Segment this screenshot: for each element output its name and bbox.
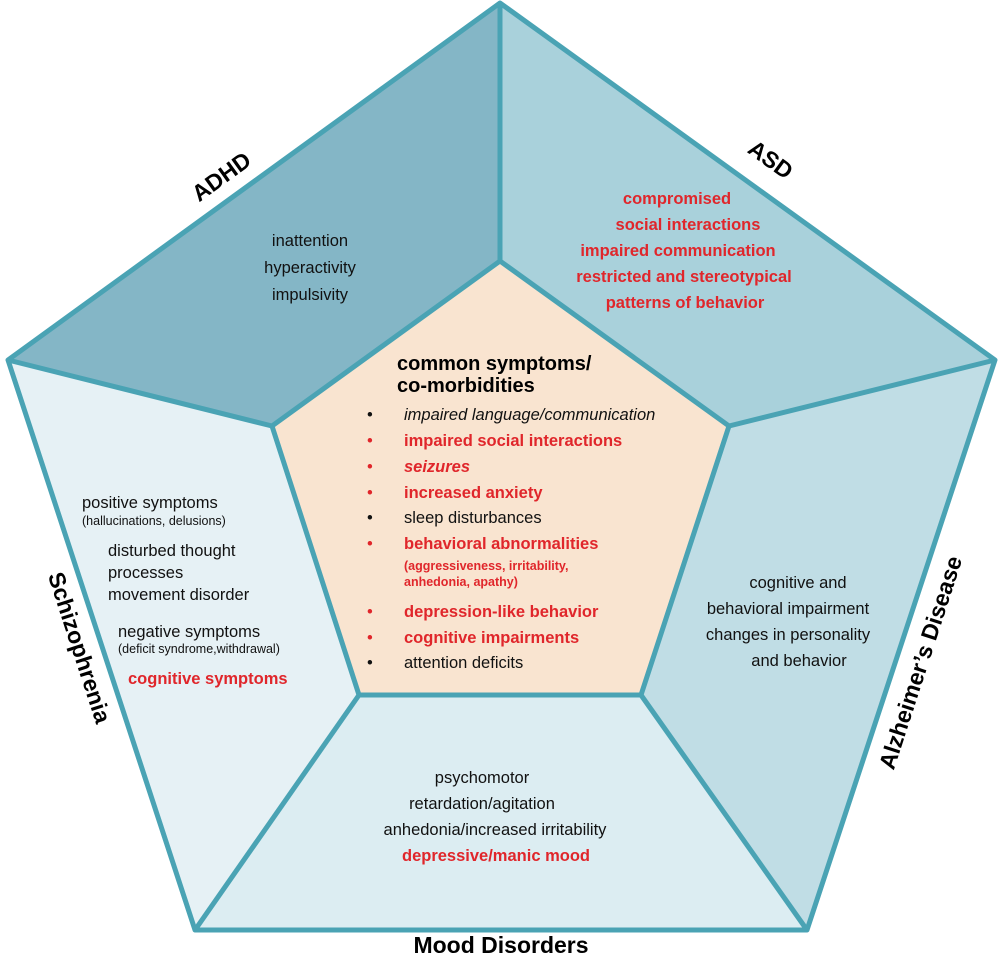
mood-symptom: psychomotor (435, 769, 530, 787)
common-symptom: depression-like behavior (404, 603, 599, 621)
schizophrenia-symptom: disturbed thought (108, 542, 236, 560)
adhd-segment (8, 3, 500, 426)
bullet: • (367, 654, 373, 672)
schizophrenia-symptom: positive symptoms (82, 494, 218, 512)
common-symptom-detail: anhedonia, apathy) (404, 575, 518, 589)
schizophrenia-symptom-detail: (hallucinations, delusions) (82, 514, 226, 528)
center-title: common symptoms/ (397, 353, 592, 375)
bullet: • (367, 535, 373, 553)
common-symptom: increased anxiety (404, 484, 543, 502)
alzheimers-symptom: behavioral impairment (707, 600, 870, 618)
bullet: • (367, 484, 373, 502)
asd-symptoms: compromised social interactions impaired… (576, 190, 792, 312)
asd-label: ASD (743, 135, 798, 185)
schizophrenia-symptom: cognitive symptoms (128, 670, 288, 688)
bullet: • (367, 432, 373, 450)
asd-symptom: social interactions (616, 216, 761, 234)
adhd-symptom: impulsivity (272, 286, 349, 304)
common-symptom: seizures (404, 458, 470, 476)
alzheimers-symptoms: cognitive and behavioral impairment chan… (706, 574, 871, 670)
mood-symptoms: psychomotor retardation/agitation anhedo… (384, 769, 608, 865)
bullet: • (367, 458, 373, 476)
schizophrenia-segment (8, 360, 359, 930)
mood-symptom: retardation/agitation (409, 795, 555, 813)
asd-segment (500, 3, 995, 426)
alzheimers-symptom: cognitive and (749, 574, 846, 592)
center-title: co-morbidities (397, 375, 535, 397)
bullet: • (367, 406, 373, 424)
mood-segment (195, 695, 807, 930)
mood-symptom: anhedonia/increased irritability (384, 821, 608, 839)
center-pentagon (272, 261, 729, 695)
schizophrenia-symptom-detail: (deficit syndrome,withdrawal) (118, 642, 280, 656)
bullet: • (367, 629, 373, 647)
common-symptom: impaired social interactions (404, 432, 622, 450)
asd-symptom: impaired communication (580, 242, 775, 260)
asd-symptom: patterns of behavior (606, 294, 765, 312)
alzheimers-symptom: and behavior (751, 652, 847, 670)
schizophrenia-symptoms: positive symptoms (hallucinations, delus… (82, 494, 288, 688)
asd-symptom: compromised (623, 190, 731, 208)
common-symptoms: common symptoms/ co-morbidities • impair… (367, 353, 655, 672)
schizophrenia-symptom: processes (108, 564, 183, 582)
bullet: • (367, 603, 373, 621)
common-symptom: sleep disturbances (404, 509, 542, 527)
common-symptom: cognitive impairments (404, 629, 579, 647)
alzheimers-segment (641, 360, 995, 930)
pentagon-outlines (5, 0, 998, 933)
alzheimers-symptom: changes in personality (706, 626, 871, 644)
schizophrenia-symptom: negative symptoms (118, 623, 260, 641)
asd-symptom: restricted and stereotypical (576, 268, 792, 286)
common-symptom: behavioral abnormalities (404, 535, 598, 553)
common-symptom: impaired language/communication (404, 406, 655, 424)
common-symptom-detail: (aggressiveness, irritability, (404, 559, 568, 573)
adhd-symptom: hyperactivity (264, 259, 356, 277)
adhd-symptom: inattention (272, 232, 348, 250)
bullet: • (367, 509, 373, 527)
schizophrenia-symptom: movement disorder (108, 586, 250, 604)
adhd-symptoms: inattention hyperactivity impulsivity (264, 232, 356, 304)
common-symptom: attention deficits (404, 654, 523, 672)
mood-label: Mood Disorders (413, 932, 588, 957)
mood-symptom: depressive/manic mood (402, 847, 590, 865)
